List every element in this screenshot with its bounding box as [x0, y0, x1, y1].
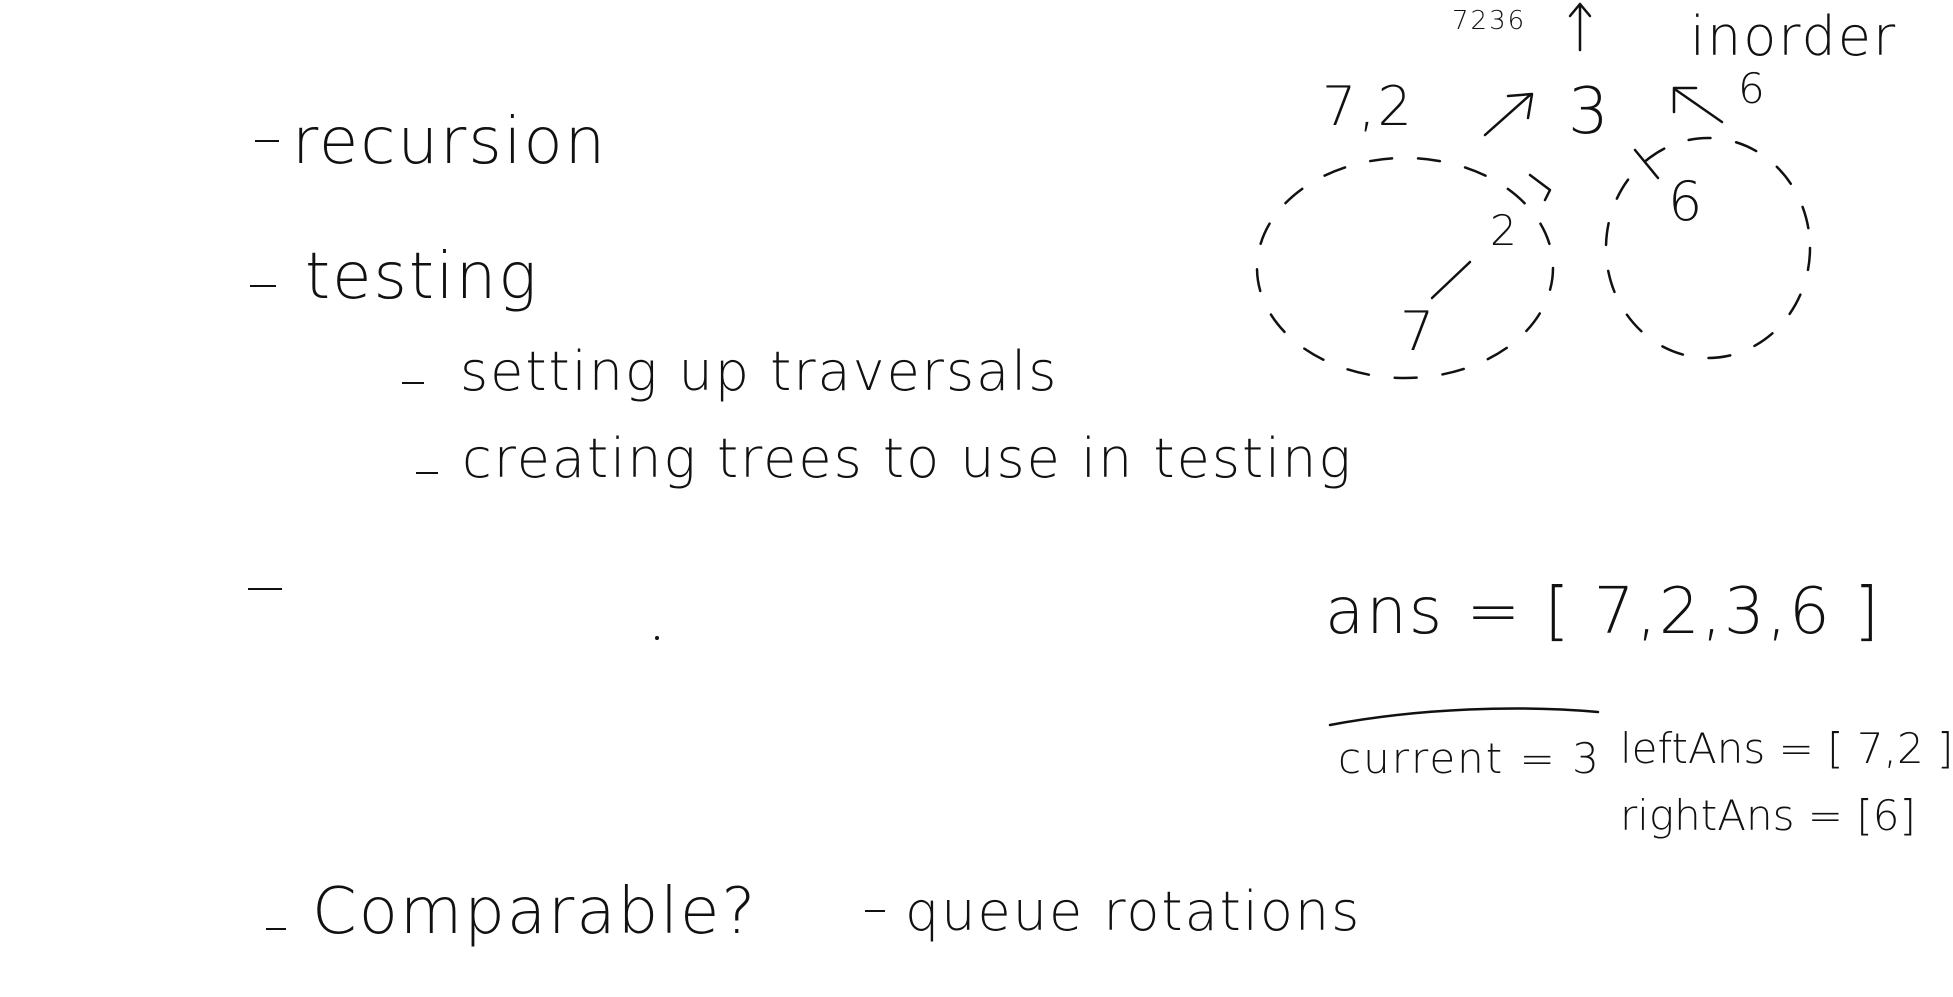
diagram-top-small: 7236: [1452, 6, 1527, 36]
right-subtree-circle: [1604, 136, 1812, 360]
bullet-dash-traversals: [402, 382, 424, 384]
right-ans-equation: rightAns = [6]: [1620, 791, 1916, 840]
note-trees: creating trees to use in testing: [462, 427, 1353, 490]
work-divider-line: [1328, 707, 1600, 727]
arrow-left-head: [1506, 92, 1534, 120]
diagram-inorder-label: inorder: [1690, 5, 1898, 68]
diagram-node-7: 7: [1400, 300, 1437, 363]
bullet-dash-recursion: [255, 140, 279, 142]
note-queue-rotations: queue rotations: [905, 880, 1362, 943]
diagram-left-label: 7,2: [1322, 75, 1414, 138]
diagram-root-node: 3: [1568, 75, 1611, 149]
diagram-right-label: 6: [1738, 64, 1767, 113]
arrow-left-to-root: [1483, 93, 1532, 137]
current-equation: current = 3: [1338, 734, 1601, 783]
arrow-root-up-head: [1568, 2, 1592, 18]
edge-2-to-7: [1430, 260, 1472, 300]
bullet-dash-empty: [248, 588, 282, 590]
bullet-dash-testing: [250, 285, 276, 287]
bullet-dash-comparable: [266, 928, 286, 930]
edge-root-to-2-tick: [1528, 173, 1552, 202]
diagram-node-2: 2: [1490, 206, 1519, 255]
edge-root-to-6: [1633, 148, 1660, 180]
ans-equation: ans = [ 7,2,3,6 ]: [1325, 575, 1881, 649]
note-testing: testing: [305, 240, 539, 314]
arrow-right-to-root: [1674, 88, 1724, 124]
bullet-dash-trees: [416, 472, 438, 474]
stray-dot: [655, 636, 659, 640]
arrow-right-head: [1672, 86, 1698, 114]
note-comparable: Comparable?: [312, 875, 758, 949]
left-ans-equation: leftAns = [ 7,2 ]: [1620, 724, 1953, 773]
bullet-dash-queue: [865, 910, 885, 912]
note-traversals: setting up traversals: [460, 340, 1059, 403]
note-recursion: recursion: [292, 105, 608, 179]
diagram-node-6: 6: [1668, 170, 1705, 233]
